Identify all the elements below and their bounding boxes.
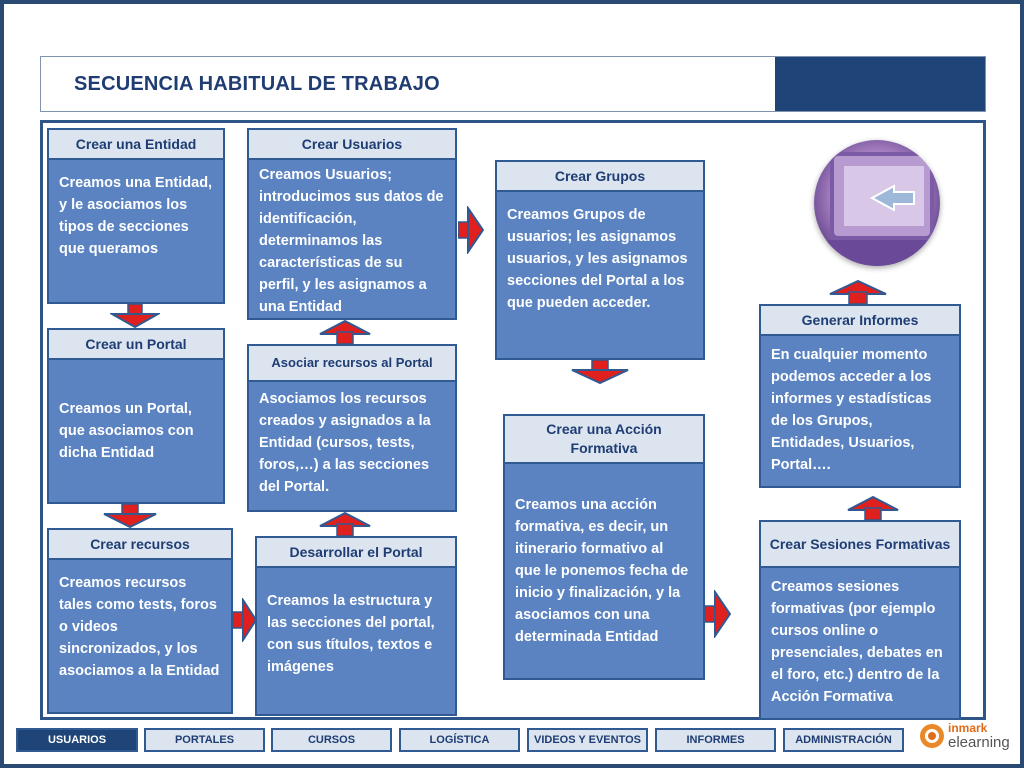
arrow-up-sesiones-informes [847,496,899,520]
card-crear-entidad: Crear una Entidad Creamos una Entidad, y… [47,128,225,304]
card-title: Crear una Entidad [47,128,225,160]
card-crear-usuarios: Crear Usuarios Creamos Usuarios; introdu… [247,128,457,320]
card-body: Creamos Grupos de usuarios; les asignamo… [495,192,705,360]
nav-tab-portales[interactable]: PORTALES [144,728,265,752]
card-crear-sesiones: Crear Sesiones Formativas Creamos sesion… [759,520,961,720]
card-generar-informes: Generar Informes En cualquier momento po… [759,304,961,488]
card-body: Creamos Usuarios; introducimos sus datos… [247,160,457,320]
card-crear-recursos: Crear recursos Creamos recursos tales co… [47,528,233,714]
card-title: Asociar recursos al Portal [247,344,457,382]
arrow-up-desarrollar-asociar [319,512,371,536]
card-body: Creamos un Portal, que asociamos con dic… [47,360,225,504]
card-crear-grupos: Crear Grupos Creamos Grupos de usuarios;… [495,160,705,360]
card-body: Creamos sesiones formativas (por ejemplo… [759,568,961,720]
title-accent-block [775,57,985,111]
arrow-down-entidad-portal [110,304,160,328]
nav-tab-administracion[interactable]: ADMINISTRACIÓN [783,728,904,752]
card-crear-accion-formativa: Crear una Acción Formativa Creamos una a… [503,414,705,680]
card-desarrollar-portal: Desarrollar el Portal Creamos la estruct… [255,536,457,716]
arrow-right-recursos-desarrollar [233,598,257,642]
monitor-arrow-image [814,140,940,266]
card-body: Asociamos los recursos creados y asignad… [247,382,457,512]
card-body: Creamos una acción formativa, es decir, … [503,464,705,680]
logo-mark-icon [920,724,944,748]
nav-tab-logistica[interactable]: LOGÍSTICA [399,728,520,752]
card-title: Crear un Portal [47,328,225,360]
card-title: Crear recursos [47,528,233,560]
card-title: Crear Sesiones Formativas [759,520,961,568]
card-body: Creamos la estructura y las secciones de… [255,568,457,716]
card-title: Crear Usuarios [247,128,457,160]
page-title: SECUENCIA HABITUAL DE TRABAJO [74,73,440,95]
nav-tab-videos-eventos[interactable]: VIDEOS Y EVENTOS [527,728,648,752]
arrow-right-accion-sesiones [705,590,731,638]
logo-text-elearning: elearning [948,734,1010,751]
card-title: Crear Grupos [495,160,705,192]
card-body: En cualquier momento podemos acceder a l… [759,336,961,488]
card-title: Desarrollar el Portal [255,536,457,568]
card-title: Generar Informes [759,304,961,336]
nav-tab-cursos[interactable]: CURSOS [271,728,392,752]
arrow-up-asociar-usuarios [319,320,371,344]
logo-text-inmark: inmark [948,721,988,735]
arrow-up-informes-image [829,280,887,304]
arrow-down-grupos-accion [571,360,629,384]
inmark-elearning-logo: inmark elearning [916,720,1016,758]
nav-tab-informes[interactable]: INFORMES [655,728,776,752]
card-title: Crear una Acción Formativa [503,414,705,464]
arrow-right-usuarios-grupos [458,206,484,254]
card-body: Creamos recursos tales como tests, foros… [47,560,233,714]
title-bar: SECUENCIA HABITUAL DE TRABAJO [40,56,986,112]
nav-tab-usuarios[interactable]: USUARIOS [16,728,138,752]
card-asociar-recursos: Asociar recursos al Portal Asociamos los… [247,344,457,512]
card-crear-portal: Crear un Portal Creamos un Portal, que a… [47,328,225,504]
card-body: Creamos una Entidad, y le asociamos los … [47,160,225,304]
arrow-down-portal-recursos [103,504,157,528]
